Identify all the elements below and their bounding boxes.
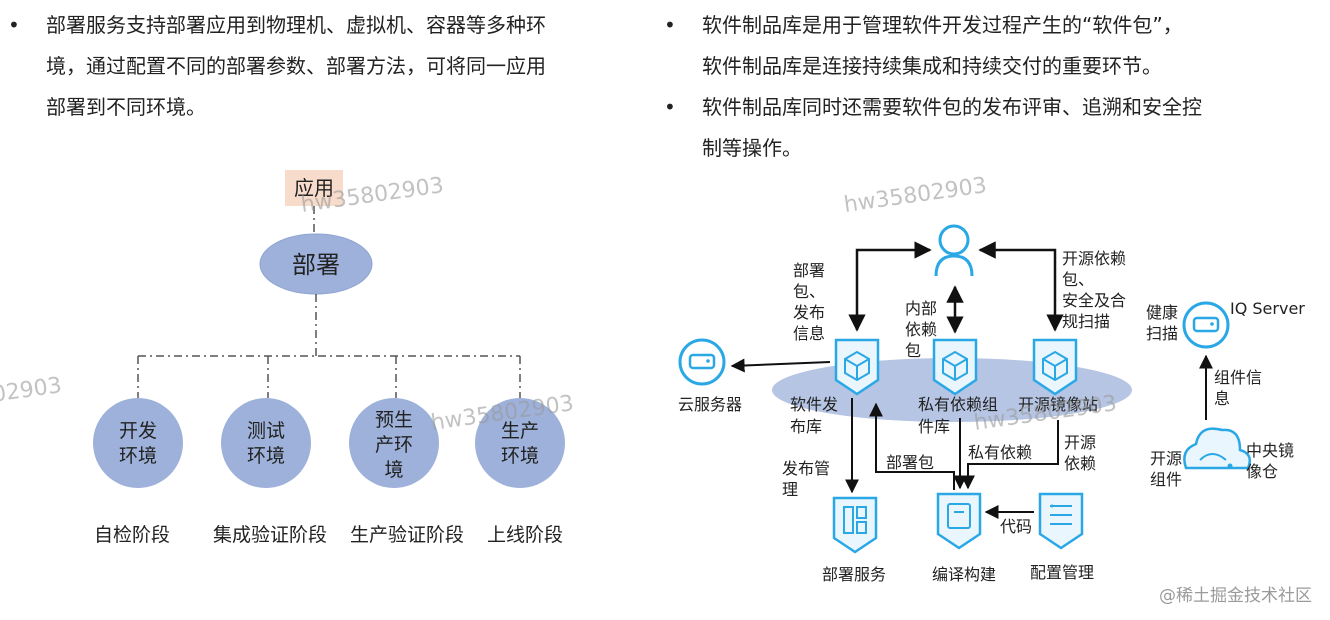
stage-label: 生产验证阶段 (350, 524, 464, 546)
component-info-label: 息 (1214, 389, 1230, 408)
build-icon (936, 492, 982, 550)
deploy-pkg-info-label: 信息 (793, 324, 825, 343)
oss-component-label: 组件 (1150, 470, 1182, 489)
bullet-dot: • (664, 13, 676, 37)
env-node-preprod (349, 398, 439, 488)
stage-label: 自检阶段 (94, 524, 170, 546)
env-label: 环境 (119, 445, 157, 467)
package-shield-icon (1032, 338, 1078, 396)
arrow-user-artifact (848, 241, 932, 332)
release-mgmt-label: 发布管 (782, 459, 830, 478)
deploy-label: 部署 (292, 251, 340, 279)
app-label: 应用 (294, 176, 334, 200)
iq-server-icon (1182, 301, 1230, 349)
app-box (285, 170, 343, 206)
oss-dep-label: 开源 (1064, 433, 1096, 452)
arrow-oss-dep (961, 420, 1059, 490)
oss-dep-scan-label: 包、 (1062, 270, 1094, 289)
health-scan-label: 健康 (1146, 303, 1178, 322)
watermark: hw35802903 (842, 173, 988, 218)
iq-server-label: IQ Server (1230, 299, 1305, 318)
right-bullet-1-line-2: 软件制品库是连接持续集成和持续交付的重要环节。 (702, 54, 1162, 78)
watermark: hw35802903 (0, 373, 63, 418)
deploy-service-icon (832, 496, 878, 554)
right-bullet-2: • 软件制品库同时还需要软件包的发布评审、追溯和安全控 制等操作。 (664, 87, 1324, 169)
deploy-pkg-info-label: 发布 (793, 303, 825, 322)
health-scan-label: 扫描 (1146, 324, 1178, 343)
env-label: 开发 (119, 420, 157, 442)
env-node-test (221, 398, 311, 488)
package-shield-icon (834, 338, 880, 396)
env-label: 产环 (375, 434, 413, 456)
internal-dep-label: 依赖 (905, 320, 937, 339)
left-bullet-line-1: 部署服务支持部署应用到物理机、虚拟机、容器等多种环 (46, 13, 546, 37)
deploy-pkg-info-label: 部署 (793, 261, 825, 280)
left-description: • 部署服务支持部署应用到物理机、虚拟机、容器等多种环 境，通过配置不同的部署参… (8, 5, 648, 128)
right-bullet-2-line-1: 软件制品库同时还需要软件包的发布评审、追溯和安全控 (702, 95, 1202, 119)
env-node-dev (93, 398, 183, 488)
internal-dep-label: 内部 (905, 299, 937, 318)
arrow-user-oss (978, 241, 1064, 332)
left-bullet: • 部署服务支持部署应用到物理机、虚拟机、容器等多种环 境，通过配置不同的部署参… (8, 5, 648, 128)
deployment-tree: 应用 部署 开发 环境 自检阶段 测试 环境 集成验证阶段 预生 产环 境 生产… (93, 170, 565, 546)
private-dep-repo-label: 件库 (918, 417, 950, 436)
bullet-dot: • (664, 95, 676, 119)
cloud-icon (1183, 427, 1251, 470)
env-label: 生产 (501, 420, 539, 442)
config-mgmt-label: 配置管理 (1030, 563, 1094, 582)
deploy-pkg-label: 部署包 (886, 453, 934, 472)
central-mirror-label: 像仓 (1246, 462, 1278, 481)
internal-dep-label: 包 (905, 341, 921, 360)
env-label: 境 (384, 459, 403, 481)
oss-dep-scan-label: 规扫描 (1062, 312, 1110, 331)
oss-dep-scan-label: 安全及合 (1062, 291, 1126, 310)
env-node-prod (475, 398, 565, 488)
site-watermark: @稀土掘金技术社区 (1159, 586, 1312, 606)
right-bullet-1-line-1: 软件制品库是用于管理软件开发过程产生的“软件包”， (702, 13, 1183, 37)
release-mgmt-label: 理 (782, 480, 798, 499)
cloud-server-icon (678, 338, 726, 386)
right-description: • 软件制品库是用于管理软件开发过程产生的“软件包”， 软件制品库是连接持续集成… (664, 5, 1324, 169)
package-shield-icon (932, 338, 978, 396)
env-label: 测试 (247, 420, 285, 442)
deploy-pkg-info-label: 包、 (793, 282, 825, 301)
right-bullet-1: • 软件制品库是用于管理软件开发过程产生的“软件包”， 软件制品库是连接持续集成… (664, 5, 1324, 87)
stage-label: 集成验证阶段 (213, 524, 327, 546)
config-mgmt-icon (1038, 492, 1084, 550)
code-label: 代码 (1000, 517, 1032, 536)
deploy-service-label: 部署服务 (822, 565, 886, 584)
left-bullet-line-3: 部署到不同环境。 (46, 95, 206, 119)
env-label: 环境 (247, 445, 285, 467)
cloud-server-label: 云服务器 (678, 395, 742, 414)
oss-mirror-label: 开源镜像站 (1018, 395, 1098, 414)
right-bullet-2-line-2: 制等操作。 (702, 136, 802, 160)
bullet-dot: • (8, 13, 20, 37)
env-label: 预生 (375, 409, 413, 431)
component-info-label: 组件信 (1214, 368, 1262, 387)
artifact-repo-label: 软件发 (790, 395, 838, 414)
env-label: 环境 (501, 445, 539, 467)
arrow-to-cloud-server (730, 358, 831, 373)
artifact-repo-diagram: 云服务器 软件发 布库 私有依赖组 件库 开源镜像站 I (678, 224, 1305, 584)
left-bullet-line-2: 境，通过配置不同的部署参数、部署方法，可将同一应用 (46, 54, 546, 78)
private-dep-label: 私有依赖 (968, 443, 1032, 462)
stage-label: 上线阶段 (487, 524, 563, 546)
oss-component-label: 开源 (1150, 449, 1182, 468)
oss-dep-scan-label: 开源依赖 (1062, 249, 1126, 268)
private-dep-repo-label: 私有依赖组 (918, 395, 998, 414)
artifact-repo-label: 布库 (790, 417, 822, 436)
oss-dep-label: 依赖 (1064, 454, 1096, 473)
central-mirror-label: 中央镜 (1246, 441, 1294, 460)
build-label: 编译构建 (932, 565, 996, 584)
user-icon (934, 224, 974, 277)
